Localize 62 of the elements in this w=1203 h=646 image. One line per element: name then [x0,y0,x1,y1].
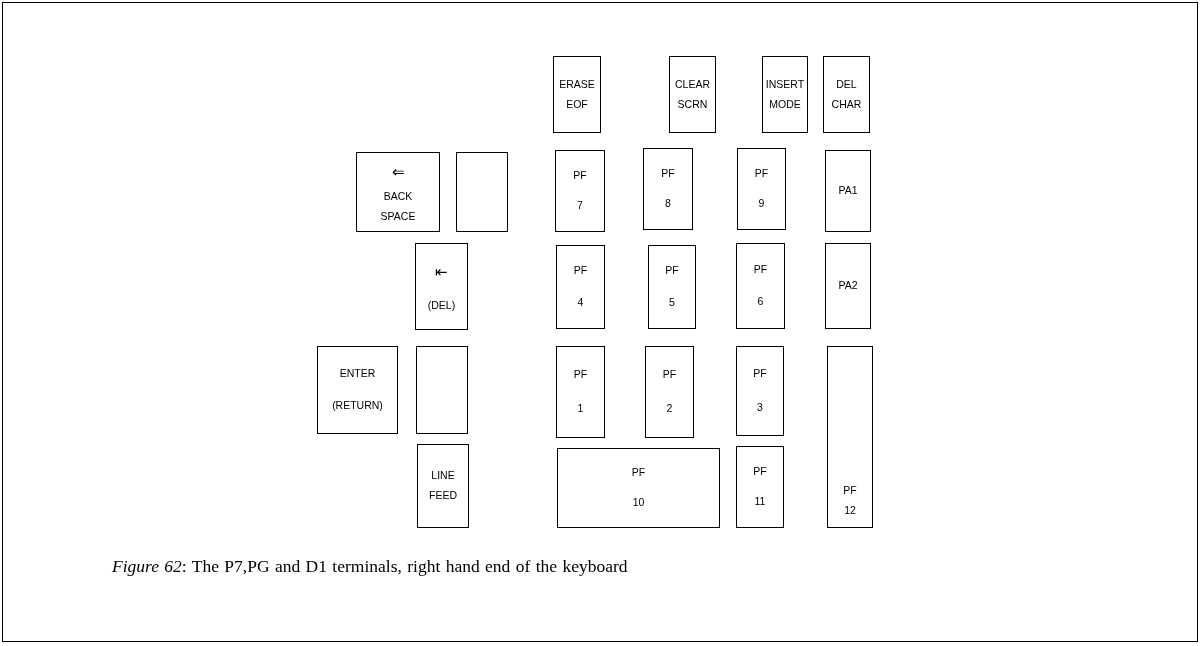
key-label: 2 [666,401,673,416]
key-label: 11 [754,494,766,510]
key-label: BACK SPACE [379,188,417,224]
arrow-symbol: ⇐ [391,161,405,182]
key [669,56,716,133]
key-label: PF [661,165,675,181]
key-label: PF [753,366,767,382]
key [557,448,720,528]
key-label: PF [753,463,767,479]
key-label: 1 [577,401,584,416]
key-label: 8 [665,196,671,212]
key [555,150,605,232]
key-label: PF [631,465,646,481]
key-label: CLEAR SCRN [674,76,711,112]
key-label: 10 [632,495,645,510]
key-label: LINE FEED [428,468,458,503]
key-label: PF [754,165,769,181]
key-label: 12 [844,503,856,519]
key-label: PF [753,262,768,278]
key-label: 5 [669,294,675,310]
blank-key [456,152,508,232]
key [736,346,784,436]
key-label: DEL CHAR [830,76,863,112]
key [556,346,605,438]
key [643,148,693,230]
key [356,152,440,232]
key-label: 6 [757,294,764,309]
key [317,346,398,434]
key [736,243,785,329]
key-label: PA2 [838,278,858,294]
key [827,346,873,528]
key-label: PF [573,367,588,383]
key-label: PF [573,263,588,279]
key-label: 9 [758,196,765,212]
figure-caption: Figure 62: The P7,PG and D1 terminals, right hand end of the keyboard [112,556,628,577]
key-label: PF [573,167,587,183]
key [553,56,601,133]
key [736,446,784,528]
key-label: ENTER [339,365,376,381]
key-label: 4 [577,294,584,310]
key [417,444,469,528]
key [737,148,786,230]
key-label: 3 [757,399,763,415]
key-label: INSERT MODE [765,76,805,112]
key [645,346,694,438]
key [556,245,605,329]
key-label: 7 [577,198,583,214]
key [825,243,871,329]
key [415,243,468,330]
key-label: PF [843,483,857,499]
arrow-symbol: ⇤ [435,261,448,282]
key-label: ERASE EOF [558,76,596,112]
key [823,56,870,133]
key-label: (DEL) [427,297,456,313]
key-label: PF [665,263,679,279]
key [648,245,696,329]
key [825,150,871,232]
key-label: PF [662,367,677,383]
key [762,56,808,133]
blank-key [416,346,468,434]
key-label: PA1 [838,183,858,199]
key-label: (RETURN) [332,398,383,414]
